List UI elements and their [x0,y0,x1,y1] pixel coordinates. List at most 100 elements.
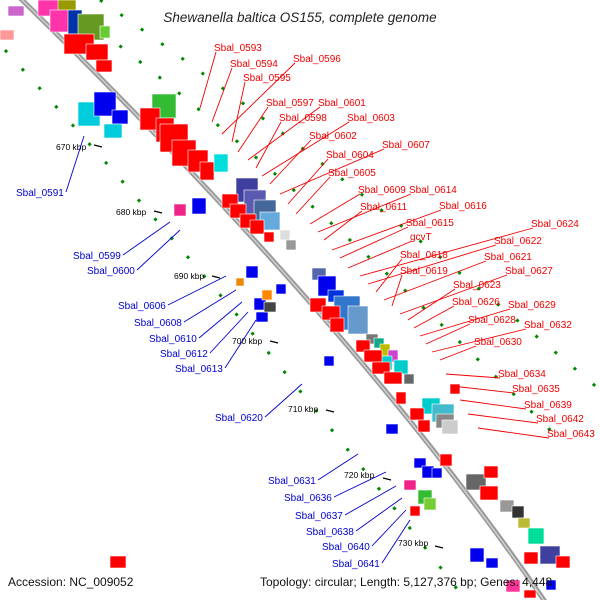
reverse-gene-label: Sbal_0636 [284,493,332,504]
gene-block-95 [109,555,127,569]
reverse-callout-line [198,301,243,339]
forward-gene-label: gcvT [410,232,432,243]
gene-block-10 [95,59,113,73]
forward-gene-label: Sbal_0626 [452,297,500,308]
gene-block-5 [49,9,71,33]
gene-block-68 [395,391,407,405]
forward-callout-line [261,121,350,177]
gene-block-62 [403,373,415,385]
gene-block-9 [85,43,109,61]
forward-gene-label: Sbal_0611 [360,202,408,213]
gene-block-11 [99,25,111,39]
gene-block-72 [413,457,427,469]
gene-block-82 [409,505,421,517]
gene-block-33 [249,219,265,235]
gene-block-53 [373,337,385,349]
genome-backbone-highlight [21,0,545,600]
gene-block-35 [285,239,297,251]
forward-callout-line [445,373,501,379]
gene-block-84 [511,505,525,519]
forward-callout-line [399,274,508,315]
gene-block-71 [323,355,335,367]
gene-block-79 [403,479,417,491]
forward-callout-line [255,121,282,169]
forward-callout-line [419,308,511,337]
forward-gene-label: Sbal_0622 [494,236,542,247]
forward-gene-label: Sbal_0602 [309,131,357,142]
gene-block-75 [439,453,453,467]
scale-label: 670 kbp [56,142,87,152]
accession-label: Accession: NC_009052 [8,575,134,589]
forward-callout-line [439,345,477,361]
tick-track-1 [3,48,468,600]
forward-callout-line [211,67,233,123]
forward-gene-label: Sbal_0621 [484,252,532,263]
forward-gene-label: Sbal_0594 [230,59,278,70]
reverse-callout-line [355,497,403,532]
forward-gene-label: Sbal_0639 [524,400,572,411]
gene-block-36 [263,231,275,243]
forward-callout-line [331,209,442,251]
reverse-gene-label: Sbal_0640 [322,542,370,553]
gene-block-74 [431,467,443,479]
reverse-callout-line [264,383,303,418]
forward-gene-label: Sbal_0643 [547,429,595,440]
gene-block-38 [245,265,259,279]
forward-callout-line [407,288,456,321]
gene-block-51 [329,317,345,333]
forward-gene-label: Sbal_0616 [439,201,487,212]
gene-block-59 [363,349,383,363]
reverse-gene-label: Sbal_0641 [332,559,380,570]
gene-block-42 [263,301,277,313]
gene-block-13 [93,91,117,117]
forward-gene-label: Sbal_0598 [279,113,327,124]
forward-gene-label: Sbal_0634 [498,369,546,380]
gene-block-96 [449,383,461,395]
scale-label: 680 kbp [116,207,147,217]
gene-block-66 [441,419,459,435]
gene-block-78 [483,465,499,479]
forward-gene-label: Sbal_0603 [347,113,395,124]
scale-tick [93,144,103,148]
gene-block-77 [479,485,499,501]
forward-callout-line [317,193,412,233]
forward-callout-line [237,106,269,153]
reverse-gene-label: Sbal_0637 [295,511,343,522]
forward-callout-line [467,413,539,424]
gene-block-23 [213,153,229,173]
forward-callout-line [425,323,471,345]
gene-block-15 [103,123,123,139]
reverse-callout-line [209,311,249,354]
tick-track-2 [59,0,562,442]
reverse-gene-label: Sbal_0606 [118,301,166,312]
forward-gene-label: Sbal_0642 [536,414,584,425]
reverse-gene-label: Sbal_0599 [73,251,121,262]
forward-callout-line [199,51,217,109]
gene-block-69 [417,419,431,433]
reverse-callout-line [344,485,397,516]
reverse-callout-line [65,135,85,193]
reverse-gene-label: Sbal_0612 [160,349,208,360]
gene-block-60 [371,361,391,375]
gene-block-90 [469,547,485,563]
gene-block-40 [261,289,273,301]
forward-callout-line [375,258,403,293]
gene-block-88 [523,551,539,565]
reverse-callout-line [122,221,171,256]
forward-callout-line [413,305,455,329]
gene-block-93 [545,579,557,591]
forward-callout-line [477,427,550,439]
gene-block-87 [539,545,561,565]
forward-gene-label: Sbal_0618 [400,250,448,261]
scale-label: 690 kbp [174,271,205,281]
forward-gene-label: Sbal_0632 [524,320,572,331]
gene-block-48 [347,305,369,335]
forward-gene-label: Sbal_0627 [505,266,553,277]
scale-tick [434,545,444,549]
reverse-gene-label: Sbal_0610 [149,334,197,345]
reverse-gene-label: Sbal_0631 [268,476,316,487]
forward-gene-label: Sbal_0619 [400,266,448,277]
forward-callout-line [295,176,331,215]
